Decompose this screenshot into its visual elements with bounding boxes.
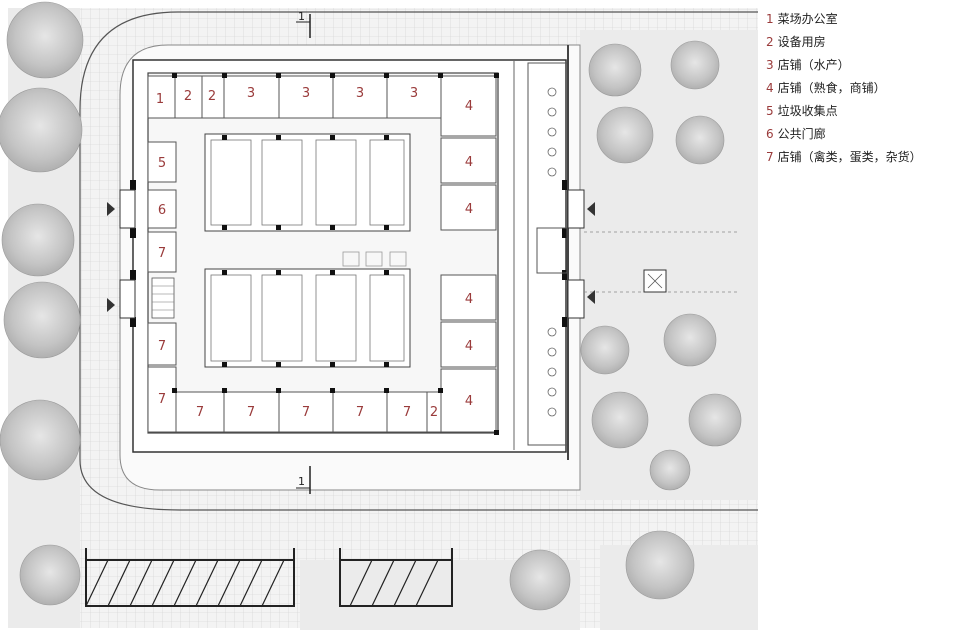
room-label: 4 [465,202,473,217]
room-label: 4 [465,155,473,170]
room-label: 2 [430,405,438,420]
legend-number: 7 [766,150,774,164]
room-label: 7 [158,339,166,354]
section-mark-top-label: 1 [298,10,305,23]
entrance-arrow-icon [107,298,115,312]
room-label: 7 [403,405,411,420]
room-label: 3 [302,86,310,101]
parking-lot [85,548,453,607]
entrance-arrow-icon [107,202,115,216]
entrance-arrow-icon [587,290,595,304]
legend-number: 4 [766,81,774,95]
room-label: 3 [410,86,418,101]
section-mark-bottom [296,466,311,494]
room-label: 5 [158,156,166,171]
room-label: 7 [158,392,166,407]
legend-text: 店铺（熟食，商铺） [777,81,886,95]
room-label: 3 [247,86,255,101]
section-mark-top [296,14,311,38]
room-label: 4 [465,394,473,409]
room-label: 7 [356,405,364,420]
legend-text: 菜场办公室 [777,12,838,26]
room-label: 7 [247,405,255,420]
room-label: 6 [158,203,166,218]
plot-boundary [79,11,758,511]
legend-number: 5 [766,104,774,118]
room-label: 7 [302,405,310,420]
legend-text: 店铺（禽类，蛋类，杂货） [777,150,922,164]
legend-text: 店铺（水产） [777,58,850,72]
section-mark-bottom-label: 1 [298,475,305,488]
entrance-arrow-icon [587,202,595,216]
room-label: 4 [465,292,473,307]
room-label: 4 [465,339,473,354]
legend-text: 设备用房 [777,35,826,49]
room-label: 7 [196,405,204,420]
building [107,45,740,460]
room-label: 7 [158,246,166,261]
legend-number: 3 [766,58,774,72]
room-label: 1 [156,92,164,107]
room-label: 2 [208,89,216,104]
legend-text: 公共门廊 [777,127,826,141]
room-labels: 1 2 2 2 3 3 3 3 4 4 4 4 4 4 5 6 7 7 7 7 … [156,86,473,420]
legend-number: 6 [766,127,774,141]
room-label: 4 [465,99,473,114]
room-label: 3 [356,86,364,101]
legend-number: 1 [766,12,774,26]
trees [0,1,742,611]
legend-text: 垃圾收集点 [777,104,838,118]
legend-number: 2 [766,35,774,49]
room-label: 2 [184,89,192,104]
